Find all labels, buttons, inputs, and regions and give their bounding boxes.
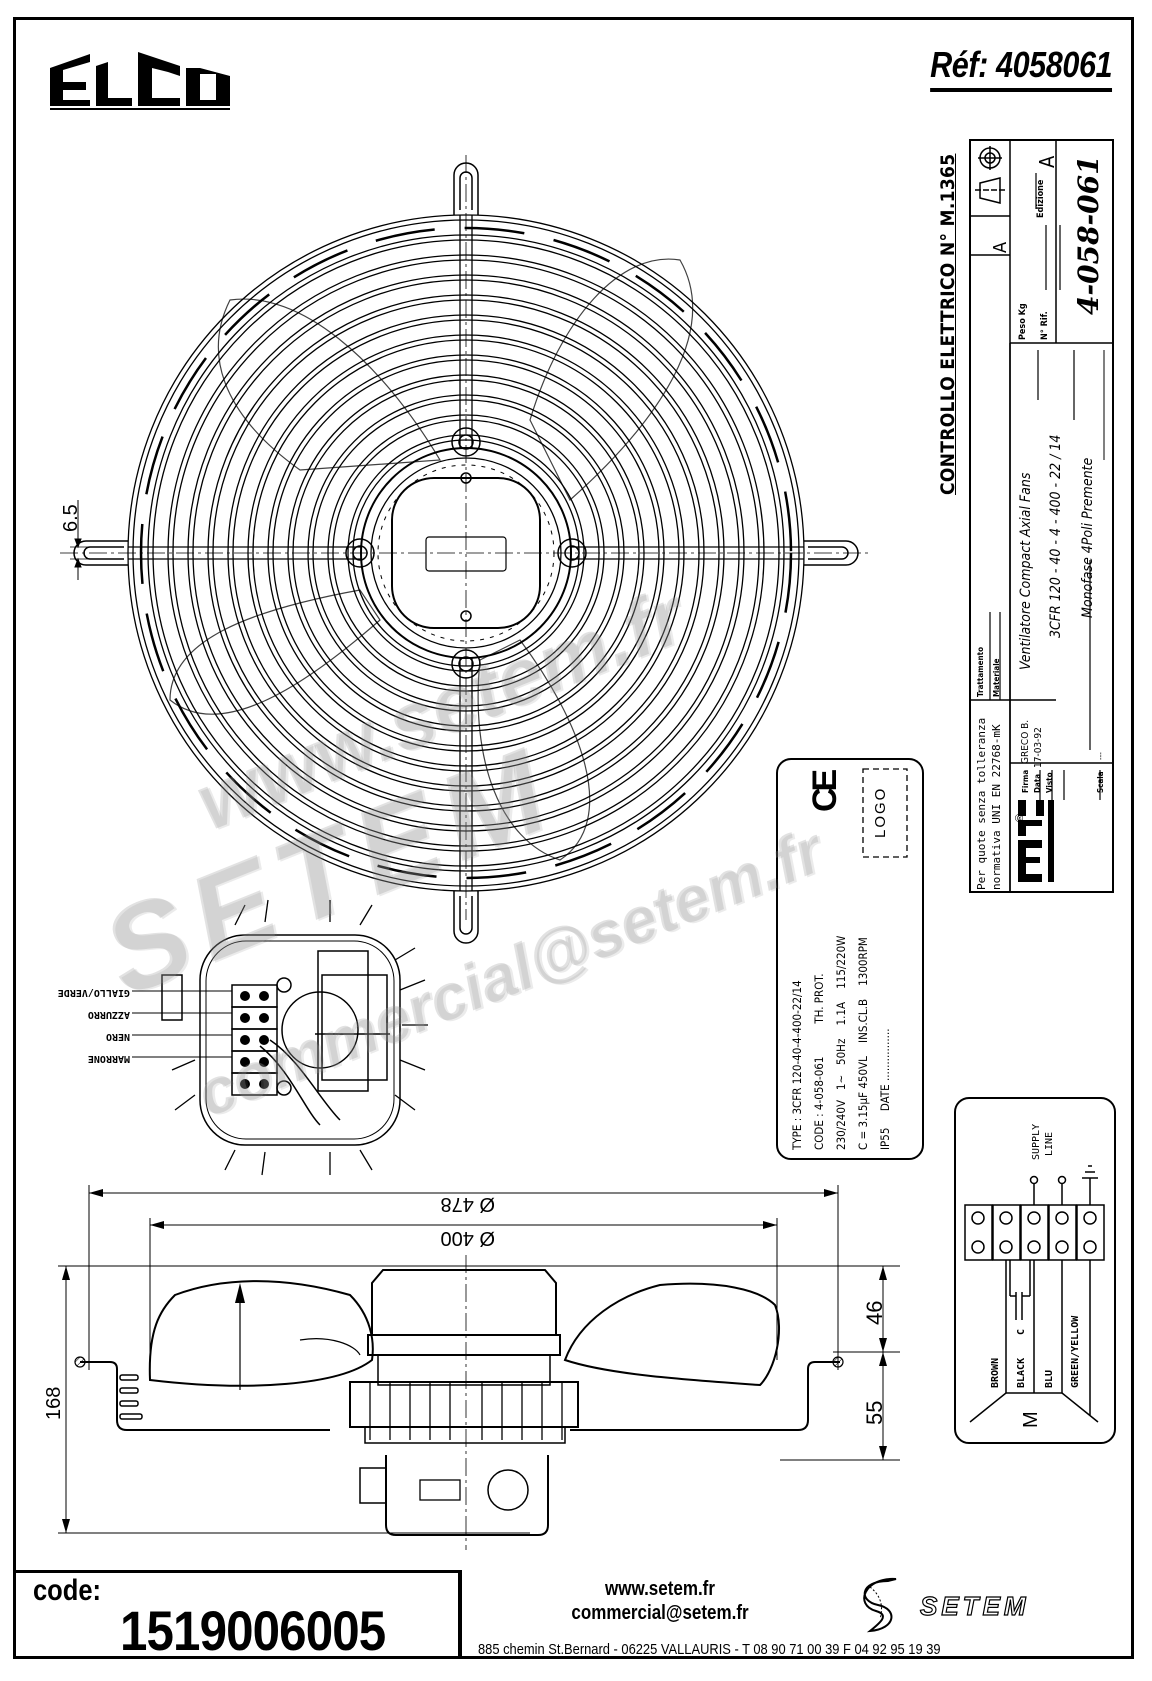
supply-label-1: SUPPLY [1031, 1123, 1042, 1160]
product-line-1: Ventilatore Compact Axial Fans [1018, 472, 1034, 670]
code-label: code: [33, 1574, 102, 1607]
edition-label: Edizione [1036, 179, 1046, 218]
company-address: 885 chemin St.Bernard - 06225 VALLAURIS … [478, 1641, 941, 1658]
date-label: Data [1033, 773, 1042, 793]
wire-label-green-yellow: GREEN/YELLOW [1070, 1315, 1081, 1388]
elco-logo [50, 52, 230, 110]
fan-guard-front-view [60, 155, 870, 944]
motor-label: M [1020, 1411, 1042, 1428]
terminal-label-nero: NERO [105, 1031, 130, 1042]
wire-label-black: BLACK [1016, 1357, 1027, 1388]
upper-height-label: 46 [862, 1300, 887, 1325]
website-link[interactable]: www.setem.fr [605, 1578, 715, 1600]
code-value: 1519006005 [120, 1599, 386, 1662]
registered-mark: ® [1014, 813, 1026, 822]
signature-value: GRECO B. [1020, 719, 1031, 764]
capacitor-label: C [1016, 1328, 1027, 1335]
product-line-3: Monofase 4Poli Premente [1080, 457, 1096, 618]
drawing-sheet-border [13, 17, 1134, 1659]
product-line-2: 3CFR 120 - 40 - 4 - 400 - 22 / 14 [1048, 434, 1064, 638]
slot-dimension-label: 6.5 [60, 504, 82, 532]
lower-height-label: 55 [862, 1400, 887, 1425]
weight-label: Peso Kg [1018, 303, 1028, 340]
code-box [13, 1570, 461, 1659]
checked-label: Visto [1045, 772, 1054, 793]
wiring-diagram [954, 1097, 1116, 1444]
reference-number: Réf: 4058061 [929, 44, 1112, 92]
setem-logo-text: SETEM [920, 1591, 1030, 1621]
nameplate-line-ip: IP55 DATE ................ [878, 1028, 892, 1150]
total-height-label: 168 [43, 1386, 65, 1420]
slot-dimension [70, 500, 96, 580]
scale-value: --- [1096, 752, 1105, 760]
title-block-frame [969, 139, 1114, 893]
ref-no-label: N° Rif. [1040, 311, 1050, 340]
blade-diameter-label: Ø 400 [440, 1227, 495, 1249]
wire-label-blu: BLU [1044, 1369, 1055, 1388]
wire-label-brown: BROWN [990, 1357, 1001, 1388]
supply-label-2: LINE [1044, 1131, 1055, 1156]
tolerance-line-1: Per quote senza tolleranza [975, 717, 988, 890]
elco-small-logo [1018, 800, 1054, 882]
date-value: 17-03-92 [1033, 727, 1044, 768]
nameplate-line-code: CODE : 4-058-061 TH. PROT. [812, 973, 826, 1150]
nameplate-frame [776, 758, 924, 1160]
signature-label: Firma [1021, 769, 1030, 793]
logo-placeholder-frame [862, 768, 908, 858]
nameplate-line-capacitor: C = 3.15µF 450VL INS.CL.B 1300RPM [856, 937, 870, 1150]
fan-side-view [58, 1185, 900, 1550]
treatment-label: Trattamento [976, 646, 985, 697]
tolerance-line-2: normativa UNI EN 22768-mK [990, 724, 1003, 890]
nameplate-line-electrical: 230/240V 1~ 50Hz 1.1A 115/220W [834, 935, 848, 1150]
terminal-label-giallo-verde: GIALLO/VERDE [57, 987, 130, 998]
material-label: Materiale [992, 658, 1001, 697]
nameplate-line-type: TYPE : 3CFR 120-40-4-400-22/14 [790, 980, 804, 1150]
drawing-number: 4-058-061 [1072, 155, 1105, 315]
logo-placeholder: LOGO [872, 786, 889, 838]
guard-diameter-label: Ø 478 [440, 1193, 495, 1215]
edition-value: A [1035, 155, 1059, 168]
terminal-label-azzurro: AZZURRO [87, 1009, 130, 1020]
terminal-label-marrone: MARRONE [87, 1053, 130, 1064]
scale-label: Scala [1096, 771, 1105, 793]
revision-letter: A [990, 241, 1011, 253]
setem-logo: SETEM [863, 1577, 1030, 1633]
terminal-box-view [132, 899, 428, 1176]
email-link[interactable]: commercial@setem.fr [571, 1602, 749, 1624]
ce-mark: CE [806, 772, 844, 812]
control-title: CONTROLLO ELETTRICO N° M.1365 [937, 153, 959, 495]
